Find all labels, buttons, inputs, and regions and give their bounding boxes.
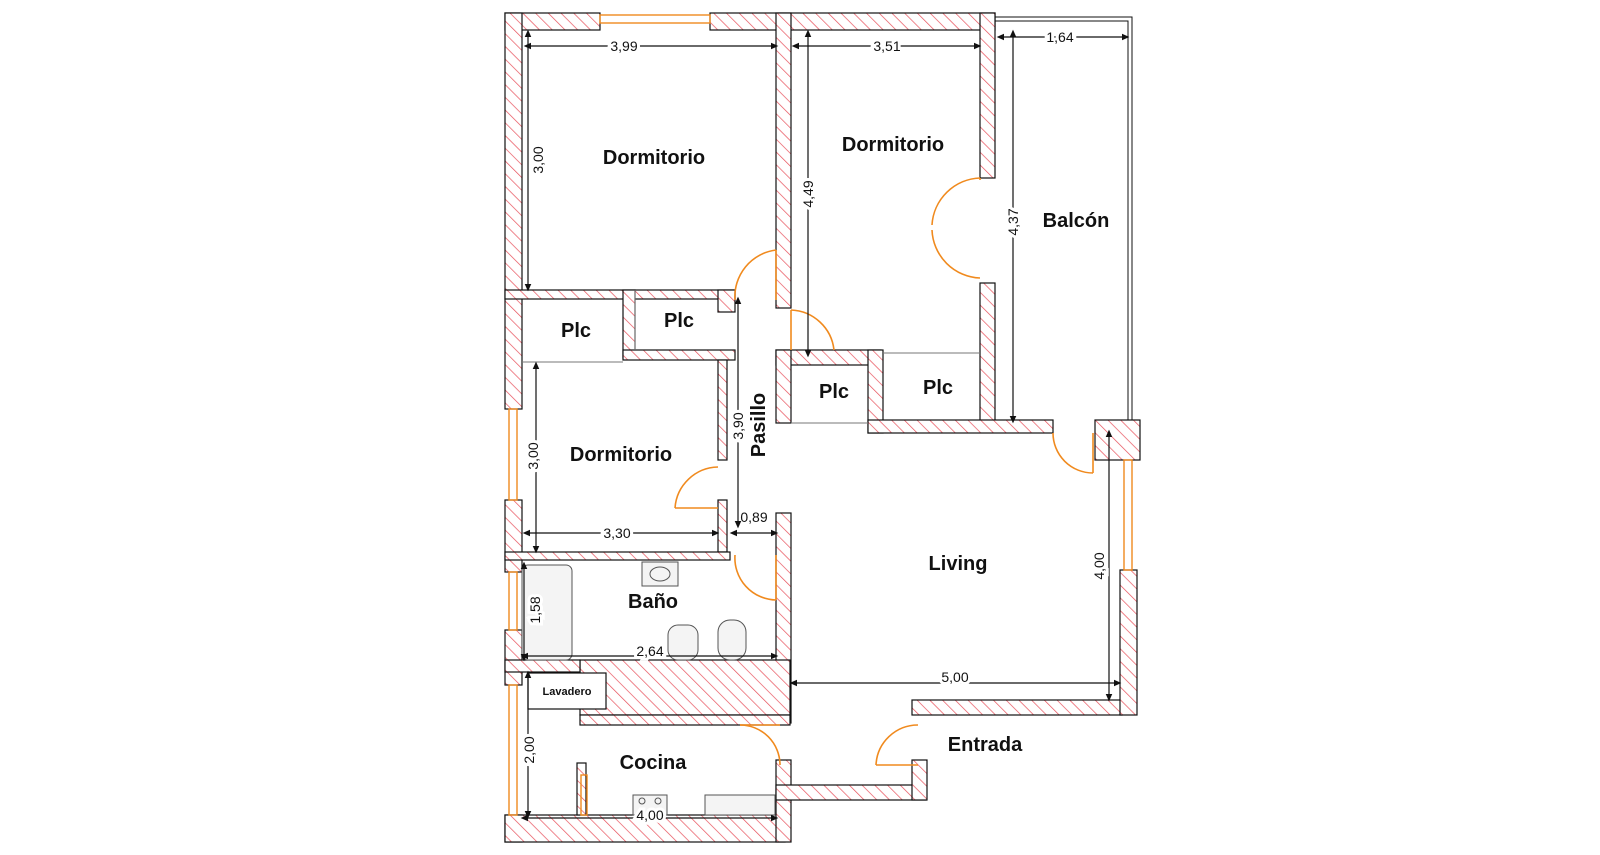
walls	[504, 12, 1141, 843]
dimension-labels: 3,99 3,51 1,64 3,00 4,49 4,37 3,90 3,00 …	[518, 26, 1110, 826]
room-label-laundry: Lavadero	[543, 686, 592, 698]
dim-1-58: 1,58	[527, 596, 543, 623]
bidet-icon	[667, 624, 699, 661]
balcony-railing	[995, 16, 1133, 420]
room-label-bedroom-middle: Dormitorio	[570, 444, 672, 466]
dim-3-51: 3,51	[873, 38, 900, 54]
laundry-box	[527, 672, 607, 710]
dim-4-00-a: 4,00	[1091, 552, 1107, 579]
dim-2-00: 2,00	[521, 736, 537, 763]
room-label-entrance: Entrada	[948, 734, 1023, 756]
room-label-living: Living	[929, 553, 988, 575]
counter-icon	[704, 794, 776, 816]
toilet-icon	[717, 619, 747, 661]
room-label-closet-2: Plc	[664, 310, 694, 332]
room-label-kitchen: Cocina	[620, 752, 688, 774]
room-label-hallway: Pasillo	[748, 393, 770, 457]
dim-1-64: 1,64	[1046, 29, 1073, 45]
room-label-closet-4: Plc	[923, 377, 953, 399]
room-labels: Dormitorio Dormitorio Balcón Plc Plc Plc…	[543, 134, 1110, 774]
room-label-balcony: Balcón	[1043, 210, 1110, 232]
dimension-lines	[520, 29, 1130, 822]
dim-3-99: 3,99	[610, 38, 637, 54]
dim-3-00-a: 3,00	[530, 146, 546, 173]
dim-2-64: 2,64	[636, 643, 663, 659]
room-label-bathroom: Baño	[628, 591, 678, 613]
room-label-bedroom-top-right: Dormitorio	[842, 134, 944, 156]
dim-3-00-b: 3,00	[525, 442, 541, 469]
windows	[508, 14, 1133, 816]
doors	[674, 177, 1094, 766]
dim-5-00: 5,00	[941, 669, 968, 685]
dim-0-89: 0,89	[740, 509, 767, 525]
room-label-closet-3: Plc	[819, 381, 849, 403]
dim-4-00-b: 4,00	[636, 807, 663, 823]
dim-4-49: 4,49	[800, 180, 816, 207]
dim-4-37: 4,37	[1005, 208, 1021, 235]
room-label-closet-1: Plc	[561, 320, 591, 342]
dim-3-90: 3,90	[730, 412, 746, 439]
bathroom-fixtures	[521, 561, 747, 661]
room-label-bedroom-top-left: Dormitorio	[603, 147, 705, 169]
dim-3-30: 3,30	[603, 525, 630, 541]
